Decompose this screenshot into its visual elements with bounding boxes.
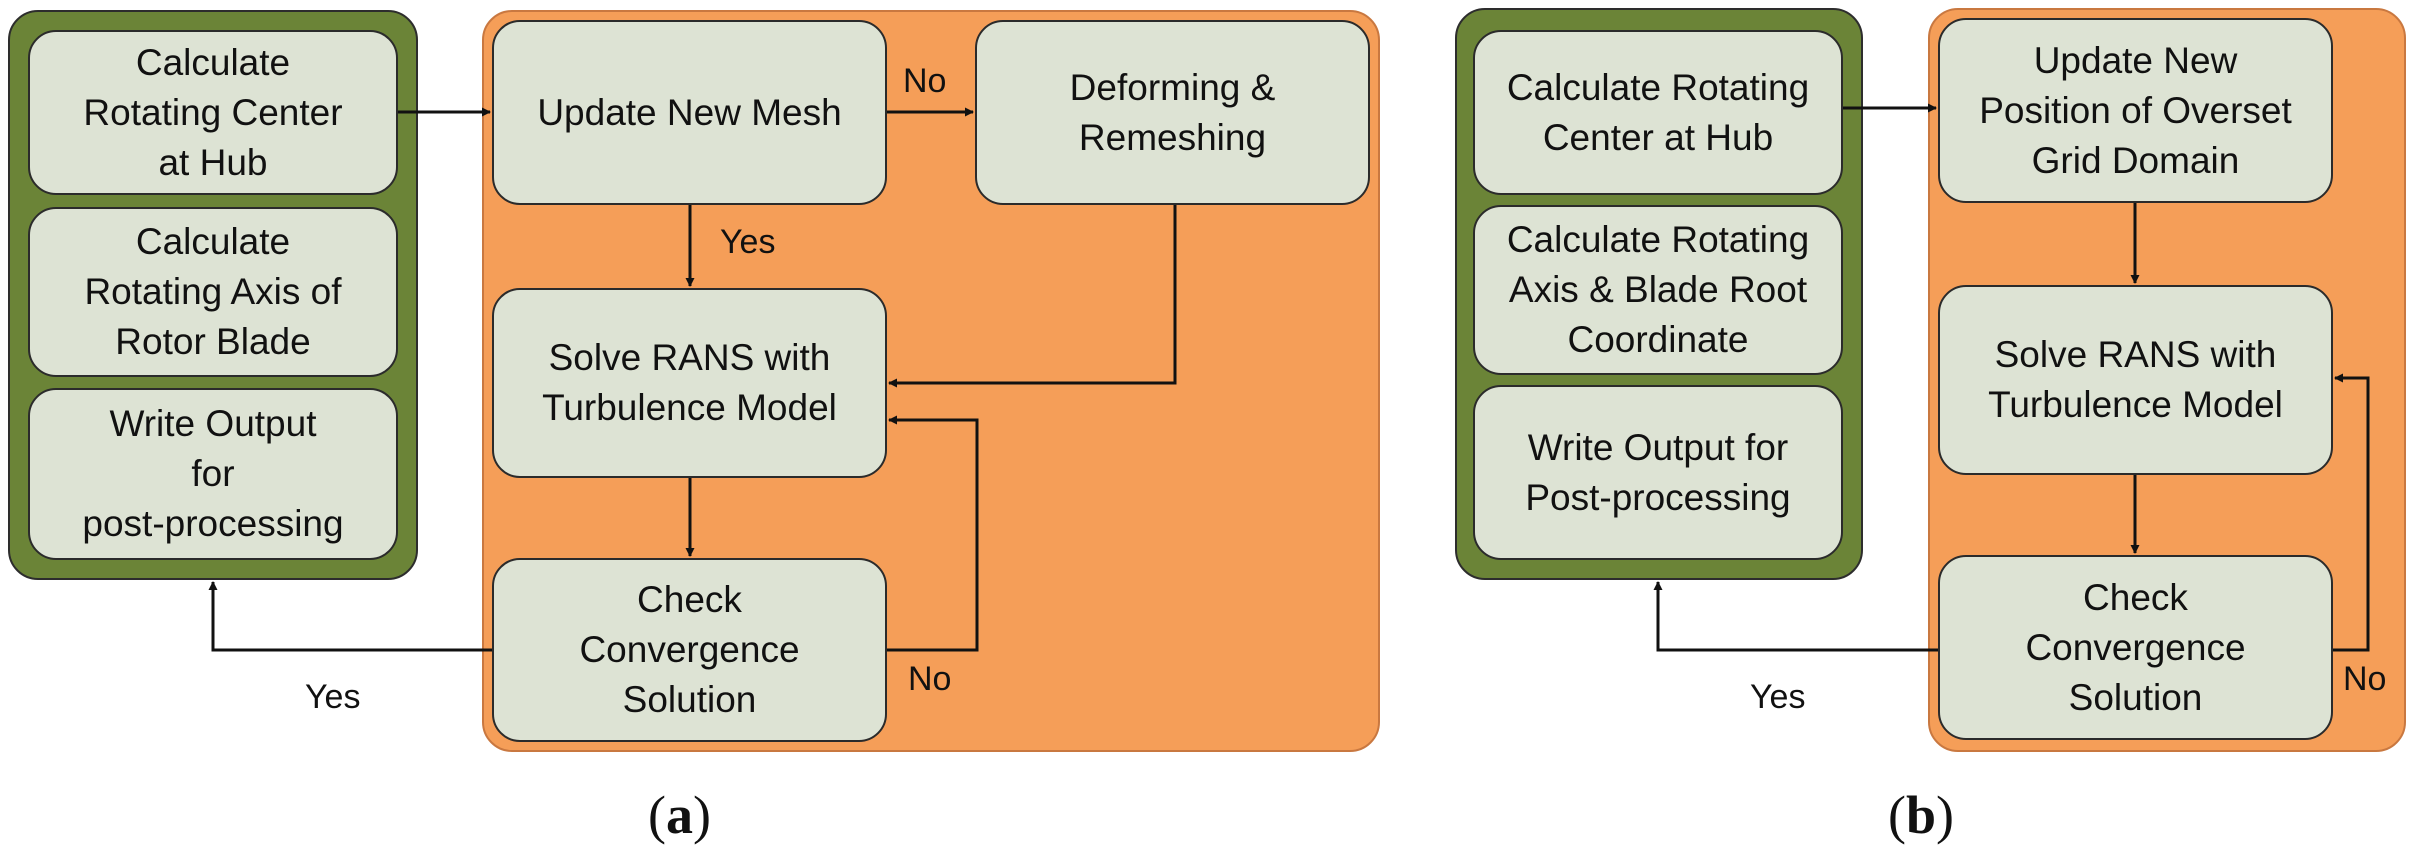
a-yes-label-mesh: Yes: [720, 223, 776, 261]
b-caption: (b): [1888, 785, 1955, 845]
a-arrow-check-to-output: [208, 581, 492, 652]
a-caption: (a): [648, 785, 711, 845]
a-update-mesh-box: Update New Mesh: [492, 20, 887, 205]
a-yes-label-conv: Yes: [305, 678, 361, 716]
b-arrow-check-to-output: [1653, 581, 1938, 652]
a-deforming-remeshing-box: Deforming & Remeshing: [975, 20, 1370, 205]
a-write-output-box: Write Output for post-processing: [28, 388, 398, 560]
b-no-label-conv: No: [2343, 660, 2387, 698]
a-no-label-conv: No: [908, 660, 952, 698]
b-yes-label-conv: Yes: [1750, 678, 1806, 716]
b-update-overset-box: Update New Position of Overset Grid Doma…: [1938, 18, 2333, 203]
a-calc-rotating-center-box: Calculate Rotating Center at Hub: [28, 30, 398, 195]
a-solve-rans-box: Solve RANS with Turbulence Model: [492, 288, 887, 478]
a-arrow-deform-to-solve: [888, 205, 1177, 388]
a-arrow-check-loop-back: [887, 415, 979, 652]
b-calc-rotating-axis-box: Calculate Rotating Axis & Blade Root Coo…: [1473, 205, 1843, 375]
b-arrow-check-loop-back: [2333, 373, 2370, 652]
a-no-label-mesh: No: [903, 62, 947, 100]
a-calc-rotating-axis-box: Calculate Rotating Axis of Rotor Blade: [28, 207, 398, 377]
b-calc-rotating-center-box: Calculate Rotating Center at Hub: [1473, 30, 1843, 195]
b-solve-rans-box: Solve RANS with Turbulence Model: [1938, 285, 2333, 475]
b-check-convergence-box: Check Convergence Solution: [1938, 555, 2333, 740]
a-check-convergence-box: Check Convergence Solution: [492, 558, 887, 742]
b-write-output-box: Write Output for Post-processing: [1473, 385, 1843, 560]
